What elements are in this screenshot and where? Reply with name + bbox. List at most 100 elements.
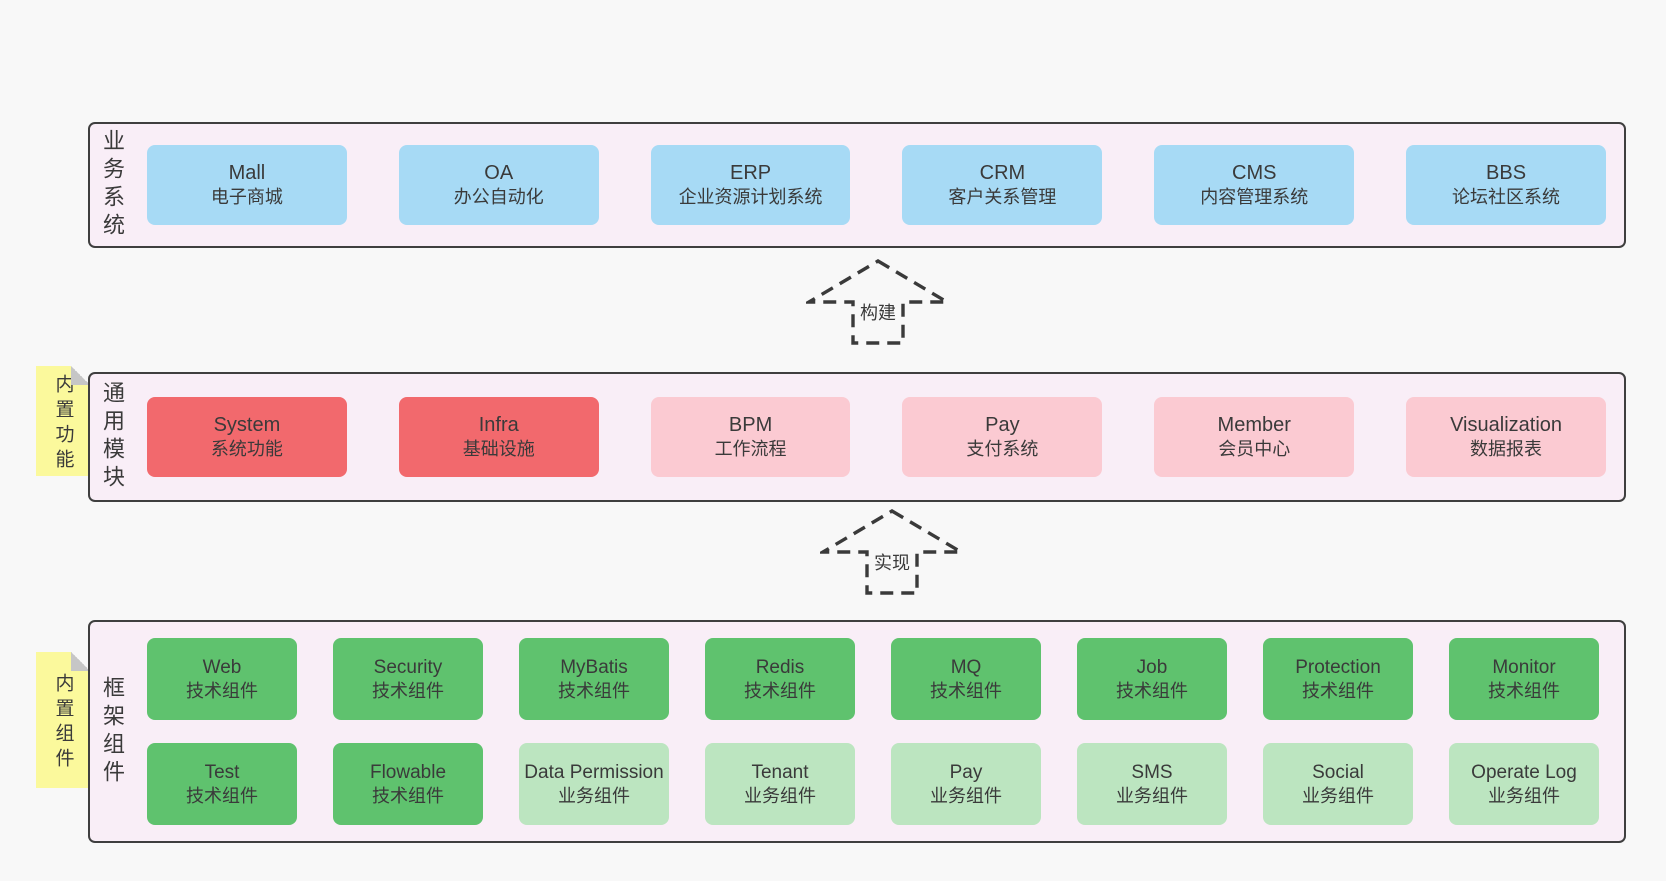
sticky-note-builtin-components: 内置组件 [36,652,90,788]
box-subtitle: 论坛社区系统 [1452,187,1561,208]
box-subtitle: 技术组件 [186,785,258,806]
box-subtitle: 业务组件 [744,785,816,806]
box-title: Infra [478,413,519,436]
folded-corner-icon [71,366,90,385]
box-title: Test [204,761,240,783]
box-subtitle: 业务组件 [558,785,630,806]
implement-arrow-icon: 实现 [820,508,964,596]
box-subtitle: 企业资源计划系统 [678,187,823,208]
up-arrow-icon [820,509,964,595]
box-title: Pay [949,761,983,783]
box-title: Operate Log [1471,761,1577,783]
box-subtitle: 技术组件 [930,680,1002,701]
box-title: Pay [985,413,1020,436]
box-title: Data Permission [524,761,664,783]
box-erp: ERP 企业资源计划系统 [650,145,851,225]
section-side-label: 业务系统 [100,129,125,241]
box-subtitle: 业务组件 [1302,785,1374,806]
box-title: Job [1136,656,1168,678]
sticky-note-label: 内置组件 [52,673,74,773]
box-subtitle: 业务组件 [1116,785,1188,806]
build-arrow-icon: 构建 [806,258,950,346]
box-title: Redis [755,656,805,678]
box-subtitle: 技术组件 [1302,680,1374,701]
box-title: Social [1312,761,1364,783]
box-title: Flowable [369,761,447,783]
box-title: Monitor [1492,656,1556,678]
box-subtitle: 技术组件 [372,785,444,806]
box-title: CMS [1232,161,1277,184]
box-subtitle: 系统功能 [210,439,283,460]
box-title: Web [202,656,242,678]
box-bbs: BBS 论坛社区系统 [1406,145,1606,225]
box-subtitle: 业务组件 [1488,785,1560,806]
box-title: Mall [228,161,266,184]
box-subtitle: 技术组件 [372,680,444,701]
box-subtitle: 客户关系管理 [948,187,1057,208]
box-subtitle: 支付系统 [966,439,1039,460]
box-mall: Mall 电子商城 [147,145,347,225]
box-visualization: Visualization 数据报表 [1406,397,1606,477]
sticky-note-builtin-features: 内置功能 [36,366,90,476]
box-subtitle: 内容管理系统 [1200,187,1309,208]
box-title: SMS [1131,761,1173,783]
box-subtitle: 技术组件 [1116,680,1188,701]
box-title: MyBatis [560,656,628,678]
box-subtitle: 会员中心 [1218,439,1291,460]
box-title: Protection [1295,656,1381,678]
box-title: Member [1217,413,1291,436]
sticky-note-label: 内置功能 [52,374,74,474]
box-subtitle: 工作流程 [714,439,787,460]
arrow-label: 实现 [871,548,913,576]
folded-corner-icon [71,652,90,671]
box-subtitle: 数据报表 [1470,439,1543,460]
box-subtitle: 技术组件 [186,680,258,701]
box-title: MQ [950,656,982,678]
box-title: Visualization [1450,413,1563,436]
box-subtitle: 电子商城 [210,187,283,208]
box-subtitle: 技术组件 [1488,680,1560,701]
section-side-label: 框架组件 [100,675,125,788]
arrow-label: 构建 [857,298,899,326]
box-title: Tenant [751,761,809,783]
box-title: OA [484,161,514,184]
box-subtitle: 技术组件 [558,680,630,701]
up-arrow-icon [806,259,950,345]
box-title: ERP [730,161,772,184]
box-subtitle: 技术组件 [744,680,816,701]
box-member: Member 会员中心 [1154,397,1355,477]
box-pay: Pay 支付系统 [902,397,1103,477]
box-cms: CMS 内容管理系统 [1154,145,1355,225]
box-title: Security [373,656,443,678]
box-title: CRM [979,161,1026,184]
box-title: BBS [1486,161,1527,184]
section-side-label: 通用模块 [100,381,125,493]
